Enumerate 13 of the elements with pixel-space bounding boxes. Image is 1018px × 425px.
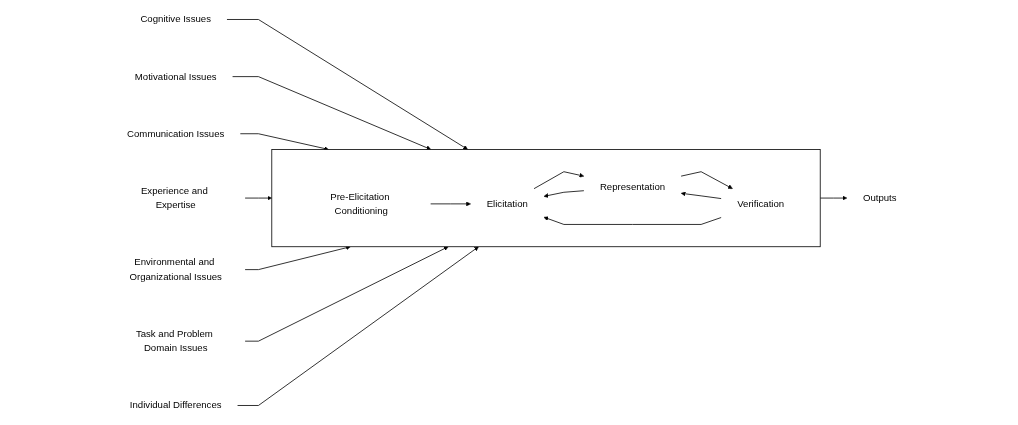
node-text: Cognitive Issues xyxy=(139,13,211,25)
node-text: Outputs xyxy=(862,192,897,204)
node-text: Environmental and Organizational Issues xyxy=(129,256,222,282)
node-text: Representation xyxy=(599,181,665,192)
node-text: Task and Problem Domain Issues xyxy=(135,328,213,354)
node-text: Verification xyxy=(736,198,784,209)
node-text: Communication Issues xyxy=(126,128,224,139)
node-text: Motivational Issues xyxy=(134,71,217,82)
node-text: Pre-Elicitation Conditioning xyxy=(329,191,390,217)
cluster xyxy=(270,149,821,248)
node-text: Elicitation xyxy=(486,198,528,209)
node-text: Individual Differences xyxy=(129,399,222,411)
node-text: Experience and Expertise xyxy=(140,185,208,211)
